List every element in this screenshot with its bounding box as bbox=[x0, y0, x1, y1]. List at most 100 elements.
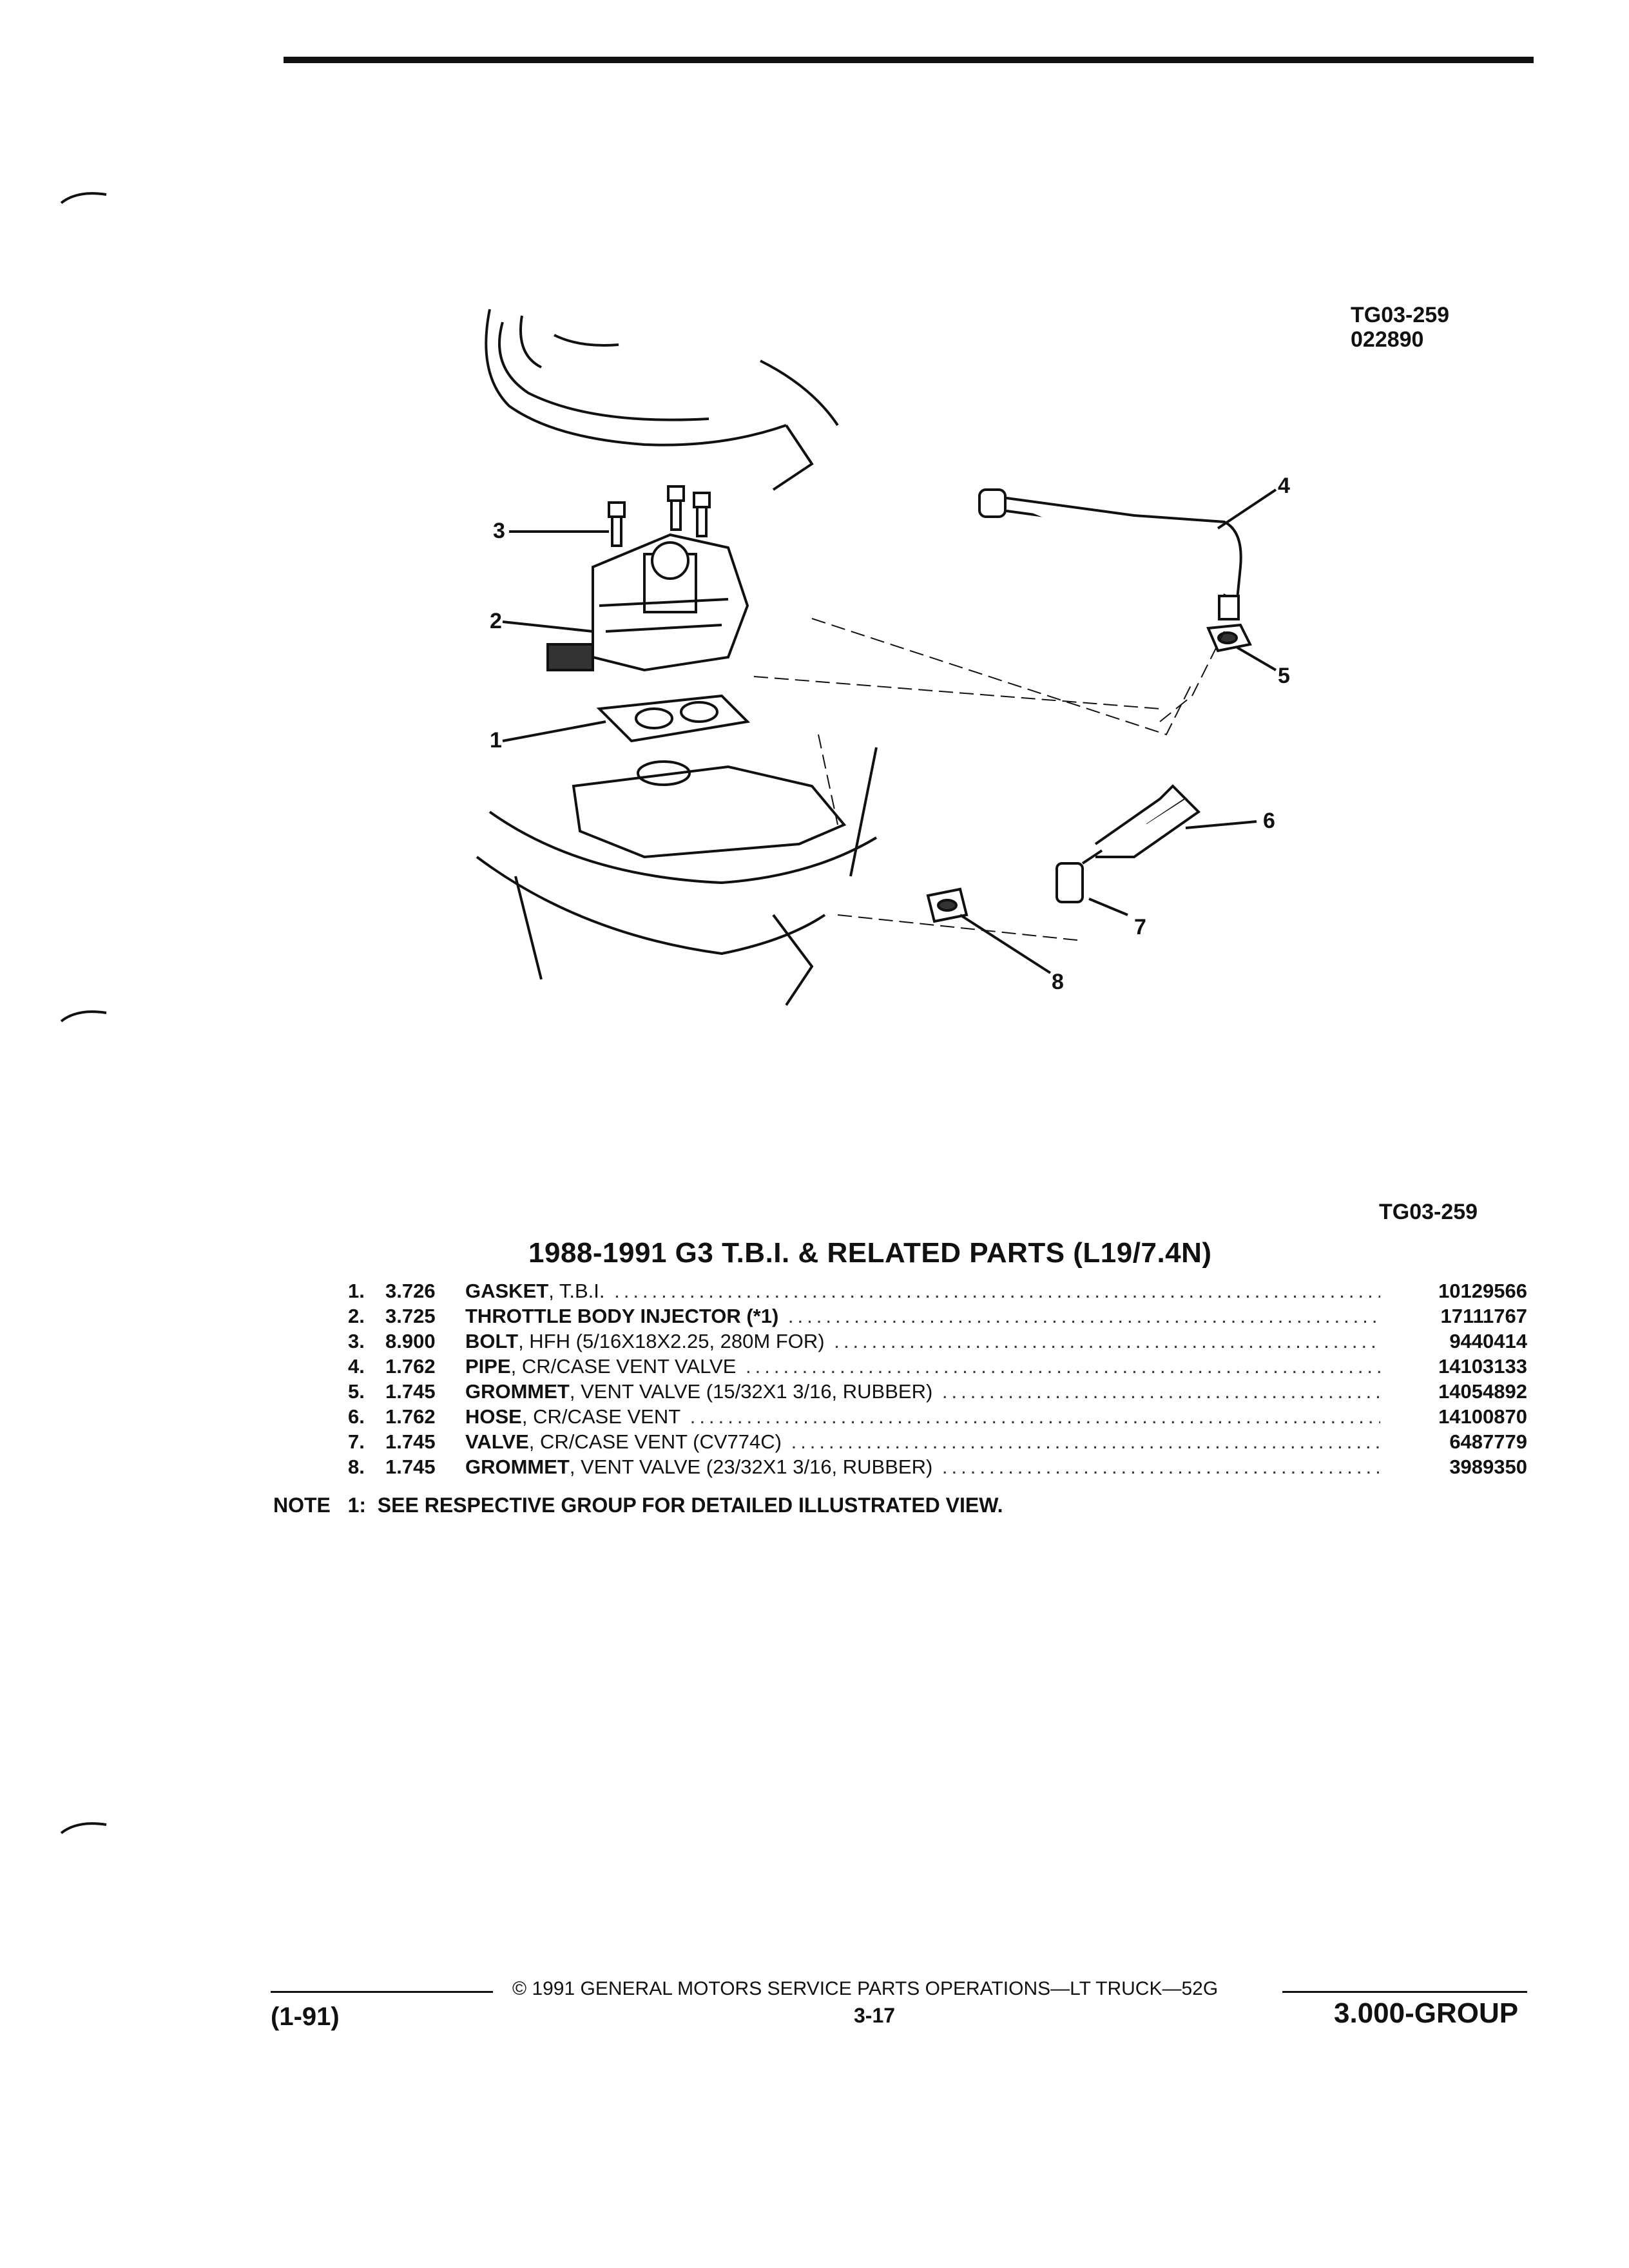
part-description: HOSE, CR/CASE VENT .....................… bbox=[465, 1404, 1398, 1429]
engine-manifold-drawing bbox=[476, 747, 878, 1006]
part-name: THROTTLE BODY INJECTOR (*1) bbox=[465, 1304, 779, 1327]
leader-dots: ........................................… bbox=[941, 1379, 1380, 1403]
callout-7: 7 bbox=[1134, 915, 1146, 939]
footer-group: 3.000-GROUP bbox=[1334, 1997, 1519, 2029]
callout-1: 1 bbox=[490, 728, 502, 753]
part-name: BOLT bbox=[465, 1329, 519, 1352]
valve-7-drawing bbox=[1055, 849, 1103, 903]
leader-dots: ........................................… bbox=[834, 1329, 1380, 1352]
callout-2: 2 bbox=[490, 609, 502, 633]
leader-dots: ........................................… bbox=[745, 1354, 1380, 1378]
part-number: 17111767 bbox=[1440, 1304, 1527, 1327]
gasket-drawing bbox=[596, 694, 751, 743]
part-index: 3. bbox=[348, 1329, 365, 1352]
part-number: 3989350 bbox=[1449, 1455, 1527, 1478]
grommet-5-drawing bbox=[1206, 623, 1252, 653]
leader-dots: ........................................… bbox=[614, 1279, 1380, 1302]
part-detail: , HFH (5/16X18X2.25, 280M FOR) bbox=[518, 1329, 825, 1352]
part-detail: , T.B.I. bbox=[548, 1279, 605, 1302]
part-group-code: 1.745 bbox=[385, 1455, 436, 1478]
part-name: GROMMET bbox=[465, 1379, 570, 1403]
part-index: 6. bbox=[348, 1405, 365, 1428]
note-line: NOTE 1: SEE RESPECTIVE GROUP FOR DETAILE… bbox=[273, 1494, 1003, 1517]
footer-page-number: 3-17 bbox=[854, 2004, 896, 2027]
hose-6-drawing bbox=[1094, 784, 1201, 858]
part-group-code: 1.745 bbox=[385, 1379, 436, 1403]
footer-copyright: © 1991 GENERAL MOTORS SERVICE PARTS OPER… bbox=[512, 1978, 1219, 1999]
part-description: VALVE, CR/CASE VENT (CV774C) ...........… bbox=[465, 1429, 1398, 1454]
part-description: THROTTLE BODY INJECTOR (*1) ............… bbox=[465, 1303, 1398, 1329]
footer-rule-right bbox=[1282, 1991, 1527, 1993]
vent-pipe-drawing bbox=[978, 488, 1242, 620]
callout-3: 3 bbox=[493, 519, 505, 543]
grommet-8-drawing bbox=[926, 887, 969, 923]
top-rule bbox=[284, 57, 1534, 63]
callout-4: 4 bbox=[1278, 474, 1290, 498]
part-group-code: 1.762 bbox=[385, 1354, 436, 1378]
parts-row: 4. 1.762 PIPE, CR/CASE VENT VALVE ........… bbox=[348, 1354, 1527, 1379]
callout-8: 8 bbox=[1052, 970, 1064, 994]
part-description: GASKET, T.B.I. .........................… bbox=[465, 1278, 1398, 1303]
parts-list: 1. 3.726 GASKET, T.B.I. ..................… bbox=[348, 1278, 1527, 1479]
footer-rule-left bbox=[271, 1991, 493, 1993]
part-number: 14103133 bbox=[1438, 1354, 1527, 1378]
part-index: 7. bbox=[348, 1430, 365, 1453]
leader-dots: ........................................… bbox=[941, 1455, 1380, 1478]
illustration-ref-date: 022890 bbox=[1351, 327, 1424, 352]
part-name: HOSE bbox=[465, 1405, 522, 1428]
part-index: 8. bbox=[348, 1455, 365, 1478]
parts-row: 2. 3.725 THROTTLE BODY INJECTOR (*1) .....… bbox=[348, 1303, 1527, 1329]
part-description: PIPE, CR/CASE VENT VALVE ...............… bbox=[465, 1354, 1398, 1379]
part-number: 6487779 bbox=[1449, 1430, 1527, 1453]
throttle-body-drawing bbox=[546, 533, 749, 672]
part-description: GROMMET, VENT VALVE (23/32X1 3/16, RUBBE… bbox=[465, 1454, 1398, 1479]
part-number: 9440414 bbox=[1449, 1329, 1527, 1352]
part-name: GROMMET bbox=[465, 1455, 570, 1478]
part-name: PIPE bbox=[465, 1354, 511, 1378]
leader-dots: ........................................… bbox=[787, 1304, 1380, 1327]
bolts-drawing bbox=[608, 485, 711, 547]
part-number: 14100870 bbox=[1438, 1405, 1527, 1428]
note-text: SEE RESPECTIVE GROUP FOR DETAILED ILLUST… bbox=[377, 1494, 1003, 1517]
note-number: 1: bbox=[347, 1494, 367, 1517]
part-detail: , CR/CASE VENT bbox=[521, 1405, 681, 1428]
leader-dots: ........................................… bbox=[689, 1405, 1380, 1428]
part-description: BOLT, HFH (5/16X18X2.25, 280M FOR) .....… bbox=[465, 1329, 1398, 1354]
callout-leaders bbox=[502, 488, 1277, 974]
part-detail: , VENT VALVE (23/32X1 3/16, RUBBER) bbox=[569, 1455, 933, 1478]
note-label: NOTE bbox=[273, 1494, 331, 1517]
binder-mark-middle bbox=[60, 1010, 107, 1023]
part-number: 14054892 bbox=[1438, 1379, 1527, 1403]
part-index: 5. bbox=[348, 1379, 365, 1403]
parts-row: 1. 3.726 GASKET, T.B.I. ..................… bbox=[348, 1278, 1527, 1303]
part-group-code: 3.725 bbox=[385, 1304, 436, 1327]
alignment-lines bbox=[753, 618, 1225, 941]
part-index: 4. bbox=[348, 1354, 365, 1378]
parts-row: 3. 8.900 BOLT, HFH (5/16X18X2.25, 280M FOR… bbox=[348, 1329, 1527, 1354]
parts-row: 5. 1.745 GROMMET, VENT VALVE (15/32X1 3/16… bbox=[348, 1379, 1527, 1404]
callout-6: 6 bbox=[1263, 809, 1275, 833]
illustration-ref-code: TG03-259 bbox=[1351, 303, 1450, 327]
binder-mark-bottom bbox=[60, 1822, 107, 1834]
part-index: 2. bbox=[348, 1304, 365, 1327]
parts-row: 8. 1.745 GROMMET, VENT VALVE (23/32X1 3/16… bbox=[348, 1454, 1527, 1479]
callout-5: 5 bbox=[1278, 664, 1290, 688]
part-detail: , CR/CASE VENT VALVE bbox=[510, 1354, 737, 1378]
part-number: 10129566 bbox=[1438, 1279, 1527, 1302]
illustration-ref-block: TG03-259 022890 bbox=[1351, 303, 1449, 352]
part-index: 1. bbox=[348, 1279, 365, 1302]
footer-revision: (1-91) bbox=[271, 2003, 340, 2031]
part-name: VALVE bbox=[465, 1430, 529, 1453]
exploded-parts-diagram: 1 2 3 4 5 6 7 8 bbox=[476, 309, 1290, 1006]
part-detail: , CR/CASE VENT (CV774C) bbox=[528, 1430, 782, 1453]
part-group-code: 3.726 bbox=[385, 1279, 436, 1302]
part-detail: , VENT VALVE (15/32X1 3/16, RUBBER) bbox=[569, 1379, 933, 1403]
diagram-ref-code: TG03-259 bbox=[1379, 1200, 1478, 1224]
part-description: GROMMET, VENT VALVE (15/32X1 3/16, RUBBE… bbox=[465, 1379, 1398, 1404]
leader-dots: ........................................… bbox=[791, 1430, 1380, 1453]
part-name: GASKET bbox=[465, 1279, 549, 1302]
air-cleaner-drawing bbox=[485, 309, 839, 491]
part-group-code: 8.900 bbox=[385, 1329, 436, 1352]
part-group-code: 1.745 bbox=[385, 1430, 436, 1453]
section-title: 1988-1991 G3 T.B.I. & RELATED PARTS (L19… bbox=[528, 1237, 1212, 1269]
